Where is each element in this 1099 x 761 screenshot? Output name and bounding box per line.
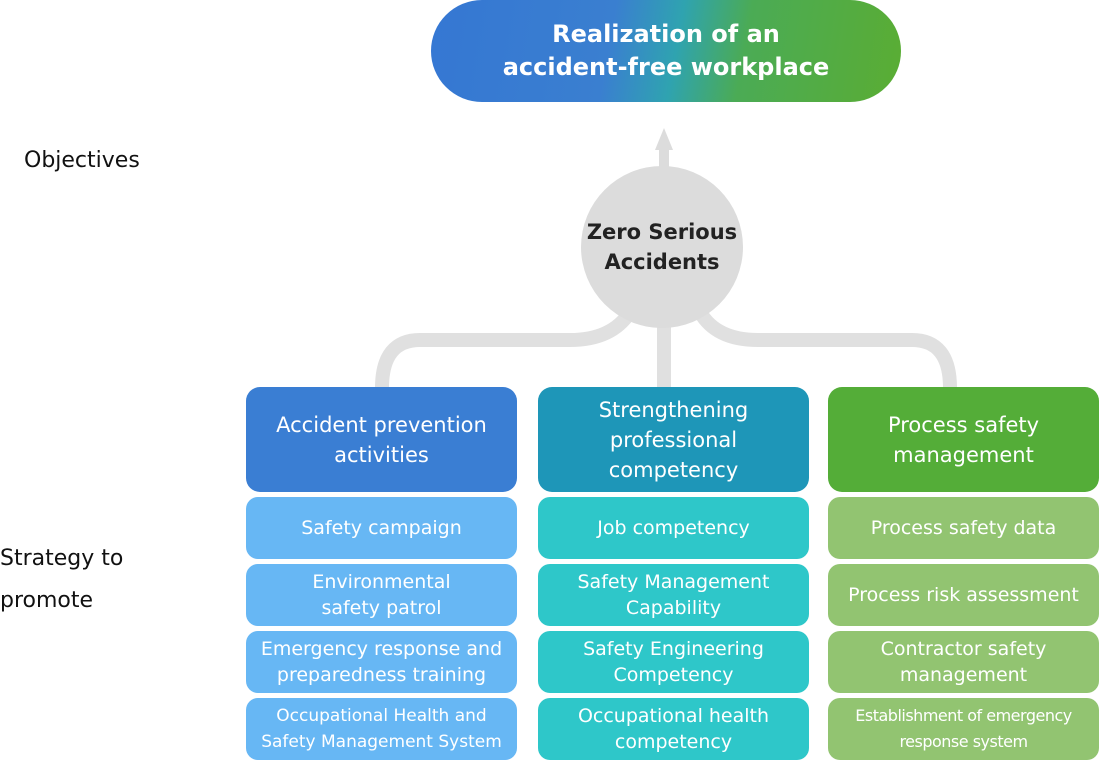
column-header-professional-competency: Strengthening professional competency bbox=[538, 387, 809, 492]
strategy-label: Strategy to promote bbox=[0, 546, 124, 613]
column-header-accident-prevention: Accident prevention activities bbox=[246, 387, 517, 492]
strategy-item: Safety Engineering Competency bbox=[538, 631, 809, 693]
strategy-item: Establishment of emergency response syst… bbox=[828, 698, 1099, 760]
strategy-item: Safety Management Capability bbox=[538, 564, 809, 626]
objective-circle: Zero Serious Accidents bbox=[581, 166, 743, 328]
objectives-label: Objectives bbox=[24, 148, 140, 173]
strategy-item: Occupational Health and Safety Managemen… bbox=[246, 698, 517, 760]
strategy-item: Process risk assessment bbox=[828, 564, 1099, 626]
connector-right bbox=[693, 308, 957, 389]
connector-left bbox=[375, 307, 636, 389]
strategy-item: Emergency response and preparedness trai… bbox=[246, 631, 517, 693]
strategy-item: Contractor safety management bbox=[828, 631, 1099, 693]
strategy-item: Safety campaign bbox=[246, 497, 517, 559]
arrow-head-icon bbox=[655, 128, 673, 150]
goal-pill: Realization of an accident-free workplac… bbox=[431, 0, 901, 102]
column-header-process-safety: Process safety management bbox=[828, 387, 1099, 492]
strategy-item: Job competency bbox=[538, 497, 809, 559]
strategy-item: Occupational health competency bbox=[538, 698, 809, 760]
strategy-item: Environmental safety patrol bbox=[246, 564, 517, 626]
strategy-item: Process safety data bbox=[828, 497, 1099, 559]
